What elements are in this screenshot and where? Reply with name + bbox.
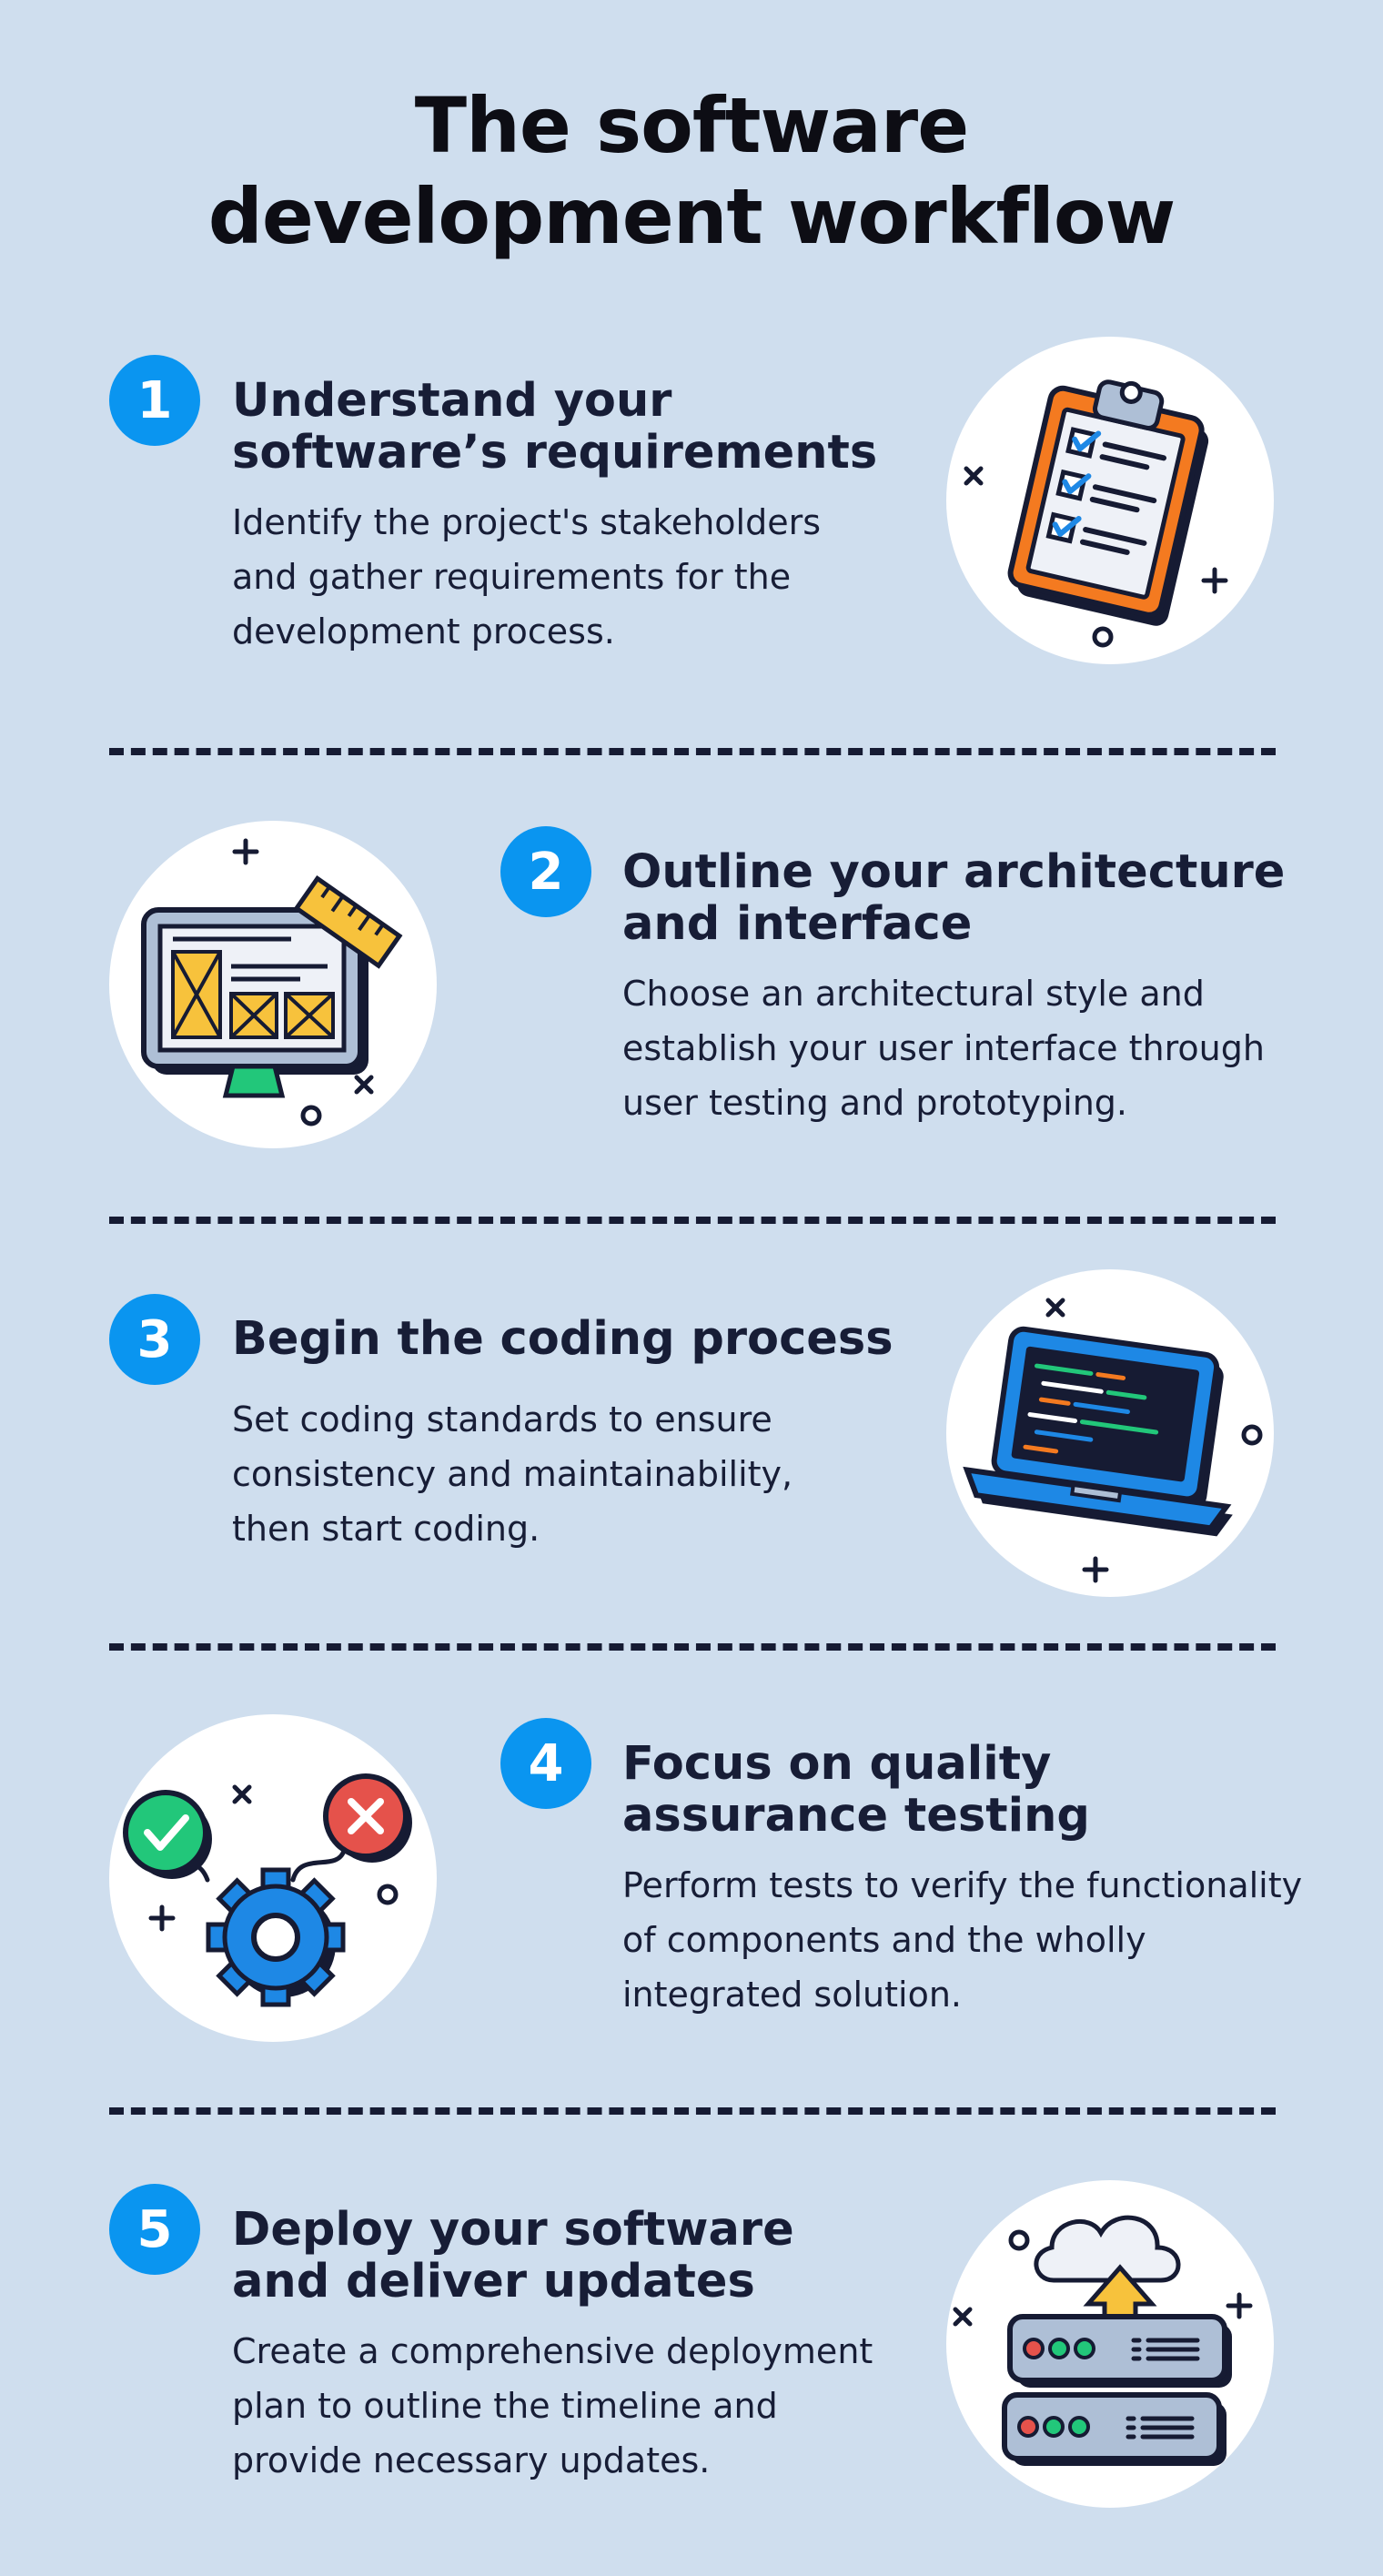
step-heading-line-2: software’s requirements	[232, 426, 878, 480]
step-description-line: of components and the wholly	[622, 1920, 1146, 1960]
step-number-badge: 1	[109, 355, 200, 446]
step-heading: Begin the coding process	[232, 1313, 942, 1365]
step-description-line: Create a comprehensive deployment	[232, 2331, 873, 2371]
step-number-badge: 2	[500, 826, 591, 917]
step-heading-line-1: Understand your	[232, 374, 672, 428]
step-description-line: Identify the project's stakeholders	[232, 502, 822, 542]
step-description-line: plan to outline the timeline and	[232, 2386, 778, 2426]
step-description-line: establish your user interface through	[622, 1028, 1265, 1068]
step-heading-line-1: Begin the coding process	[232, 1312, 893, 1366]
step-description: Identify the project's stakeholders and …	[232, 495, 924, 659]
step-description-line: then start coding.	[232, 1509, 540, 1549]
title-line-2: development workflow	[207, 172, 1176, 261]
step-description-line: consistency and maintainability,	[232, 1454, 793, 1494]
step-heading: Deploy your software and deliver updates	[232, 2204, 942, 2308]
step-description-line: Perform tests to verify the functionalit…	[622, 1865, 1303, 1905]
step-heading: Focus on quality assurance testing	[622, 1738, 1350, 1842]
step-heading: Outline your architecture and interface	[622, 846, 1350, 950]
clipboard-checklist-icon	[946, 337, 1274, 664]
step-description-line: Set coding standards to ensure	[232, 1399, 772, 1440]
page-title: The software development workflow	[0, 80, 1383, 262]
section-divider	[109, 2107, 1276, 2115]
step-number-badge: 3	[109, 1294, 200, 1385]
step-description: Create a comprehensive deployment plan t…	[232, 2324, 924, 2488]
step-number-badge: 4	[500, 1718, 591, 1809]
step-description-line: development process.	[232, 611, 615, 652]
step-heading-line-1: Outline your architecture	[622, 845, 1286, 899]
step-heading-line-2: assurance testing	[622, 1789, 1090, 1843]
step-heading-line-2: and deliver updates	[232, 2255, 755, 2308]
section-divider	[109, 1643, 1276, 1651]
step-description-line: and gather requirements for the	[232, 557, 792, 597]
step-heading-line-1: Deploy your software	[232, 2203, 794, 2257]
section-divider	[109, 1217, 1276, 1224]
laptop-code-icon	[946, 1269, 1274, 1597]
step-description-line: user testing and prototyping.	[622, 1083, 1128, 1123]
title-line-1: The software	[414, 81, 969, 170]
step-number-badge: 5	[109, 2184, 200, 2275]
step-heading-line-2: and interface	[622, 897, 973, 951]
section-divider	[109, 748, 1276, 755]
gear-test-icon	[109, 1714, 437, 2042]
step-heading-line-1: Focus on quality	[622, 1737, 1052, 1791]
step-description-line: provide necessary updates.	[232, 2440, 711, 2480]
step-description-line: integrated solution.	[622, 1975, 962, 2015]
server-cloud-upload-icon	[946, 2180, 1274, 2508]
step-description: Set coding standards to ensure consisten…	[232, 1392, 924, 1556]
wireframe-monitor-icon	[109, 821, 437, 1148]
step-description: Perform tests to verify the functionalit…	[622, 1858, 1368, 2022]
step-description: Choose an architectural style and establ…	[622, 966, 1350, 1130]
step-heading: Understand your software’s requirements	[232, 375, 942, 479]
step-description-line: Choose an architectural style and	[622, 974, 1205, 1014]
